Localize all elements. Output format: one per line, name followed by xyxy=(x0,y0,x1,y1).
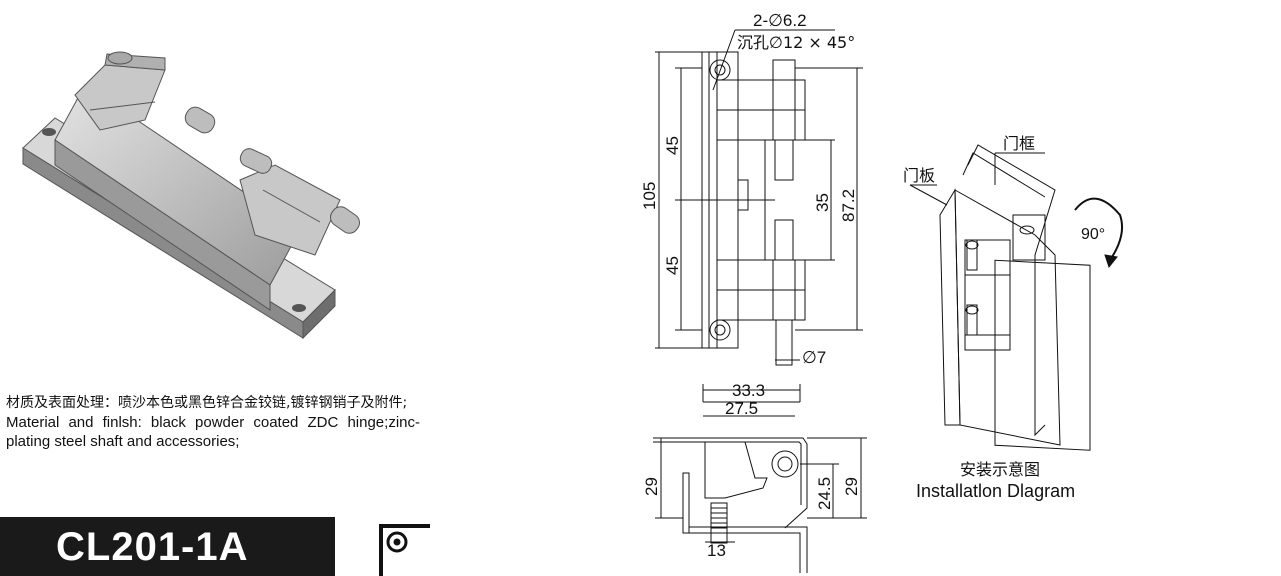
dim-upper-45: 45 xyxy=(663,136,682,155)
door-panel-label: 门板 xyxy=(903,166,935,185)
hinge-3d-image xyxy=(22,51,360,340)
side-view-drawing: 33.3 27.5 29 24.5 29 13 xyxy=(642,381,867,573)
material-description-en: Material and finlsh: black powder coated… xyxy=(6,414,420,450)
dim-lower-45: 45 xyxy=(663,256,682,275)
dim-pin-height-24-5: 24.5 xyxy=(815,477,834,510)
counterbore-note: 沉孔∅12 × 45° xyxy=(737,33,855,52)
dim-shaft-7: ∅7 xyxy=(802,348,826,367)
dim-width-27-5: 27.5 xyxy=(725,399,758,418)
door-frame-label: 门框 xyxy=(1003,134,1035,153)
front-view-drawing: 2-∅6.2 沉孔∅12 × 45° 105 45 45 35 87.2 ∅7 xyxy=(640,11,863,367)
model-banner: CL201-1A xyxy=(0,517,335,576)
material-description-cn: 材质及表面处理：喷沙本色或黑色锌合金铰链,镀锌钢销子及附件; xyxy=(6,395,408,411)
rotation-angle: 90° xyxy=(1081,226,1105,243)
dim-screw-13: 13 xyxy=(707,541,726,560)
hinge-logo-icon xyxy=(379,524,430,576)
dim-total-105: 105 xyxy=(640,182,659,210)
dim-mid-35: 35 xyxy=(813,193,832,212)
model-number: CL201-1A xyxy=(56,525,249,569)
dim-width-33-3: 33.3 xyxy=(732,381,765,400)
hole-note: 2-∅6.2 xyxy=(753,11,807,30)
installation-diagram: 门框 门板 90° xyxy=(903,134,1123,451)
material-description: 材质及表面处理：喷沙本色或黑色锌合金铰链,镀锌钢销子及附件; Material … xyxy=(6,394,420,451)
dim-left-height-29: 29 xyxy=(642,477,661,496)
dim-height-87-2: 87.2 xyxy=(839,189,858,222)
installation-title-cn: 安装示意图 xyxy=(960,460,1041,479)
installation-title-en: Installatlon Dlagram xyxy=(916,481,1076,501)
dim-right-height-29: 29 xyxy=(842,477,861,496)
